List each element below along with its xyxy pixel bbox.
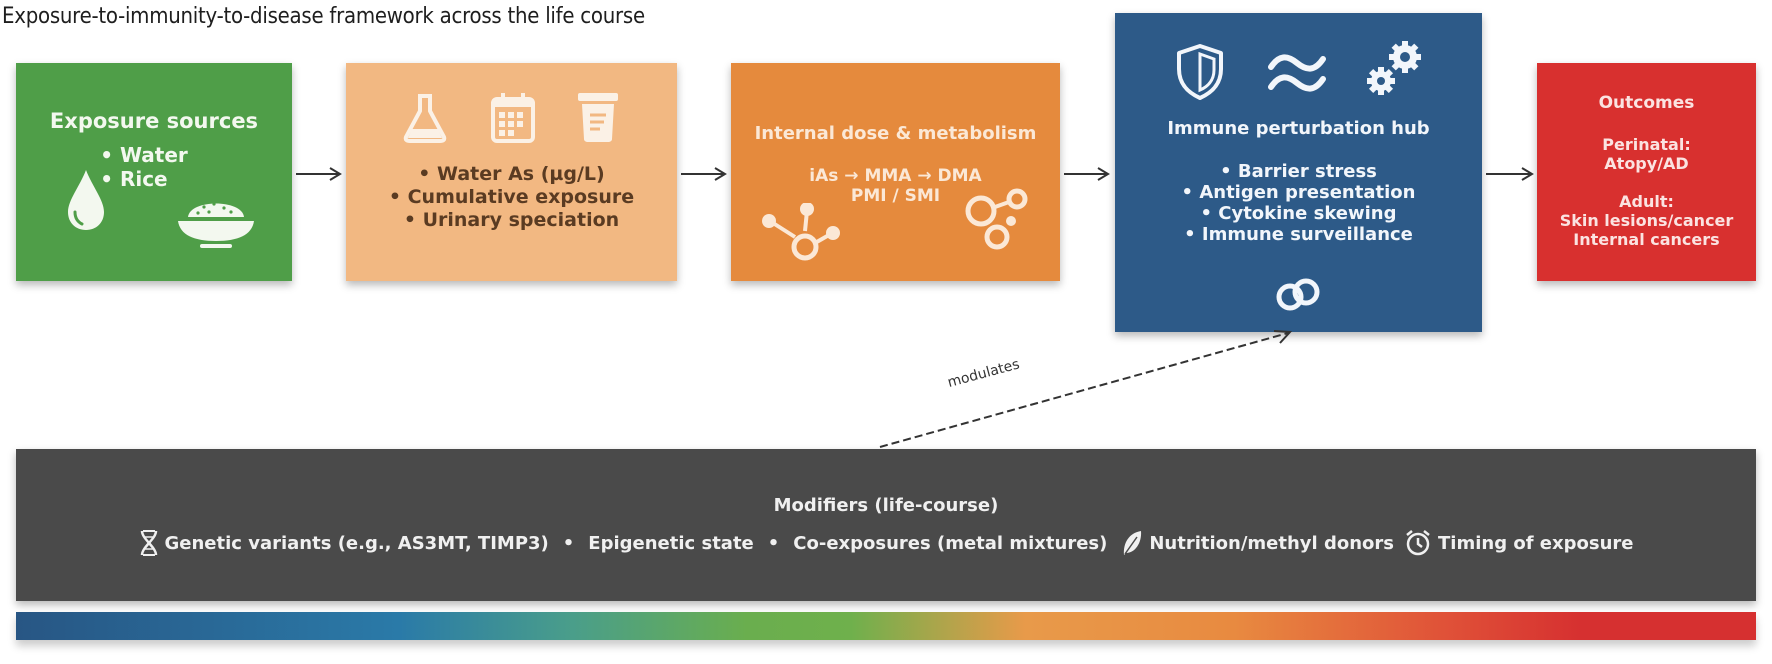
water-drop-icon (68, 170, 104, 230)
alarm-clock-icon (1406, 530, 1430, 556)
metabolism-indices: PMI / SMI (850, 186, 941, 206)
perinatal-value: Atopy/AD (1604, 154, 1689, 173)
molecule-icon (762, 203, 840, 261)
rice-bowl-icon (178, 202, 254, 248)
modifiers-box: Modifiers (life-course) Genetic variants… (16, 449, 1756, 601)
flow-arrow-4 (1486, 166, 1534, 185)
metabolism-pathway: iAs → MMA → DMA (809, 166, 982, 186)
immune-item-antigen: • Antigen presentation (1181, 182, 1416, 203)
calendar-icon (491, 93, 535, 143)
flow-arrow-2 (681, 166, 727, 185)
exposure-sources-box: Exposure sources • Water • Rice (16, 63, 292, 281)
measure-item-cumulative: • Cumulative exposure (388, 186, 635, 208)
specimen-cup-icon (578, 93, 618, 142)
modulates-dashed-arrow (879, 330, 1293, 448)
metabolism-formula: iAs → MMA → DMA PMI / SMI (809, 166, 981, 206)
exposure-measures-box: • Water As (µg/L) • Cumulative exposure … (346, 63, 677, 281)
immune-item-barrier: • Barrier stress (1220, 161, 1377, 182)
gears-icon (1367, 41, 1421, 95)
modifier-timing: Timing of exposure (1438, 532, 1634, 554)
flow-arrow-1 (296, 166, 342, 185)
adult-label: Adult: (1619, 192, 1674, 211)
shield-icon (1177, 44, 1223, 100)
metabolism-title: Internal dose & metabolism (754, 123, 1037, 144)
exposure-item-water: • Water (100, 143, 188, 167)
adult-value-skin: Skin lesions/cancer (1559, 211, 1734, 230)
modifiers-title: Modifiers (life-course) (773, 495, 999, 516)
modifier-genetic: Genetic variants (e.g., AS3MT, TIMP3) (164, 532, 549, 554)
adult-outcomes: Adult: Skin lesions/cancer Internal canc… (1560, 192, 1734, 249)
modifier-coexposures: Co-exposures (metal mixtures) (793, 532, 1108, 554)
leaf-icon (1124, 531, 1142, 555)
perinatal-label: Perinatal: (1602, 135, 1691, 154)
modifier-epigenetic: Epigenetic state (588, 532, 754, 554)
measure-item-water-as: • Water As (µg/L) (418, 163, 605, 185)
figure-title: Exposure-to-immunity-to-disease framewor… (2, 4, 645, 29)
modifier-separator: • (767, 532, 780, 554)
molecule-rings-icon (965, 188, 1028, 250)
immune-item-surveillance: • Immune surveillance (1184, 224, 1413, 245)
exposure-measures-list: • Water As (µg/L) • Cumulative exposure … (346, 163, 677, 232)
perinatal-outcomes: Perinatal: Atopy/AD (1602, 135, 1690, 173)
modifier-separator: • (562, 532, 575, 554)
measure-item-urinary: • Urinary speciation (403, 209, 620, 231)
exposure-sources-title: Exposure sources (49, 109, 259, 133)
outcomes-title: Outcomes (1598, 93, 1695, 113)
exposure-sources-list: • Water • Rice (100, 143, 188, 191)
life-course-gradient-bar (16, 612, 1756, 640)
dna-icon (140, 530, 157, 556)
flask-icon (403, 94, 447, 143)
exposure-item-rice: • Rice (100, 167, 168, 191)
metabolism-box: Internal dose & metabolism iAs → MMA → D… (731, 63, 1060, 281)
link-rings-icon (1276, 278, 1320, 311)
immune-hub-title: Immune perturbation hub (1167, 118, 1430, 139)
immune-item-cytokine: • Cytokine skewing (1200, 203, 1397, 224)
adult-value-internal: Internal cancers (1573, 230, 1720, 249)
flow-arrow-3 (1064, 166, 1110, 185)
wave-icon (1268, 54, 1326, 92)
modifier-nutrition: Nutrition/methyl donors (1149, 532, 1394, 554)
outcomes-box: Outcomes Perinatal: Atopy/AD Adult: Skin… (1537, 63, 1756, 281)
modifiers-list: Genetic variants (e.g., AS3MT, TIMP3) • … (16, 529, 1756, 557)
immune-hub-box: Immune perturbation hub • Barrier stress… (1115, 13, 1482, 332)
immune-hub-list: • Barrier stress • Antigen presentation … (1115, 161, 1482, 245)
